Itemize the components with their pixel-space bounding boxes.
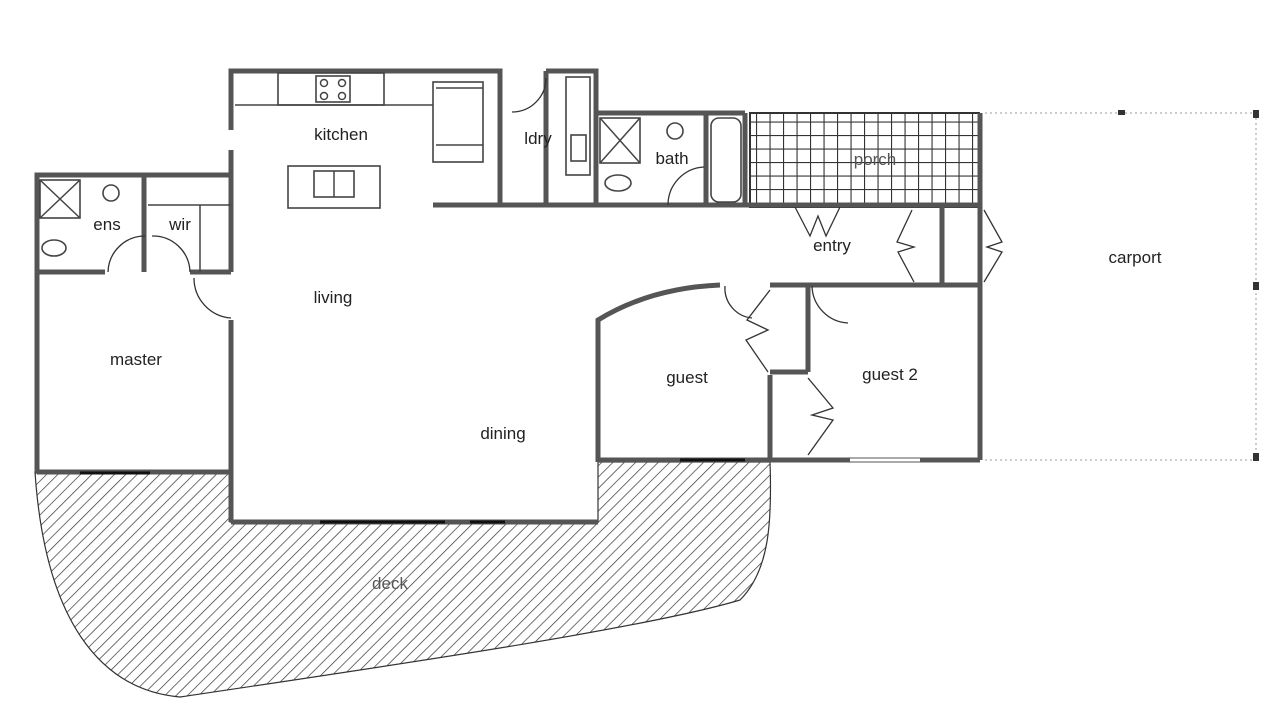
room-label-kitchen: kitchen [314,125,368,144]
room-label-dining: dining [480,424,526,443]
room-label-living: living [313,288,353,307]
room-label-ens: ens [93,215,121,234]
kitchen-fixtures [235,72,484,209]
room-label-guest: guest [666,368,708,387]
walls [34,68,983,525]
room-label-ldry: ldry [524,129,552,148]
carport-outline [985,110,1259,461]
room-label-carport: carport [1108,248,1162,267]
windows [80,458,920,524]
room-label-guest-2: guest 2 [862,365,918,384]
room-label-deck: deck [372,574,408,593]
bathroom-fixtures [39,76,742,272]
room-label-bath: bath [655,149,689,168]
room-label-entry: entry [813,236,851,255]
room-label-master: master [110,350,162,369]
room-label-wir: wir [169,215,191,234]
porch-area [749,112,980,208]
deck-area [34,461,772,698]
room-label-porch: porch [853,150,897,169]
door-swings [107,77,1003,456]
